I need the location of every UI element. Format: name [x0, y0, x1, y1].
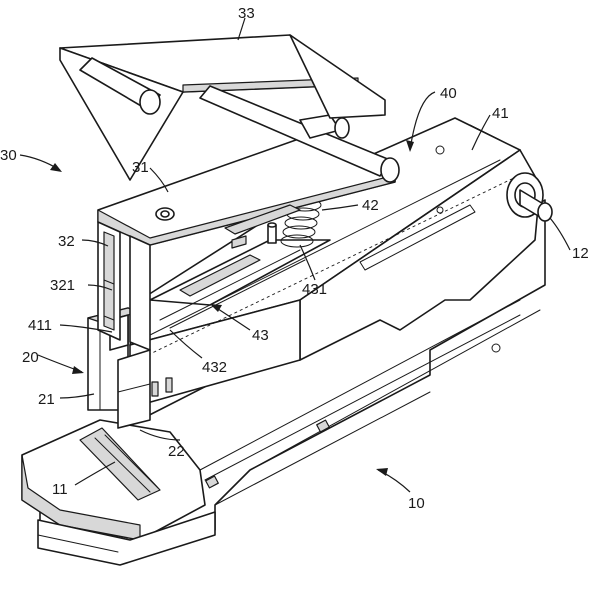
- label-41: 41: [492, 105, 509, 122]
- label-20: 20: [22, 349, 39, 366]
- label-32: 32: [58, 233, 75, 250]
- label-43: 43: [252, 327, 269, 344]
- label-431: 431: [302, 281, 327, 298]
- label-432: 432: [202, 359, 227, 376]
- label-411: 411: [28, 317, 52, 334]
- label-31: 31: [132, 159, 149, 176]
- label-40: 40: [440, 85, 457, 102]
- handle-33: [59, 34, 400, 183]
- label-30: 30: [0, 147, 17, 164]
- label-12: 12: [572, 245, 589, 262]
- leader-lines: [19, 17, 571, 493]
- label-10: 10: [408, 495, 425, 512]
- reference-numerals: 33 40 41 30 31 42 32 12 321 431 43 411 2…: [0, 5, 589, 512]
- label-11: 11: [52, 481, 68, 498]
- label-21: 21: [38, 391, 55, 408]
- pusher-43: [149, 198, 331, 329]
- label-321: 321: [50, 277, 75, 294]
- label-42: 42: [362, 197, 379, 214]
- arm-31: [97, 134, 396, 351]
- label-22: 22: [168, 443, 185, 460]
- label-33: 33: [238, 5, 255, 22]
